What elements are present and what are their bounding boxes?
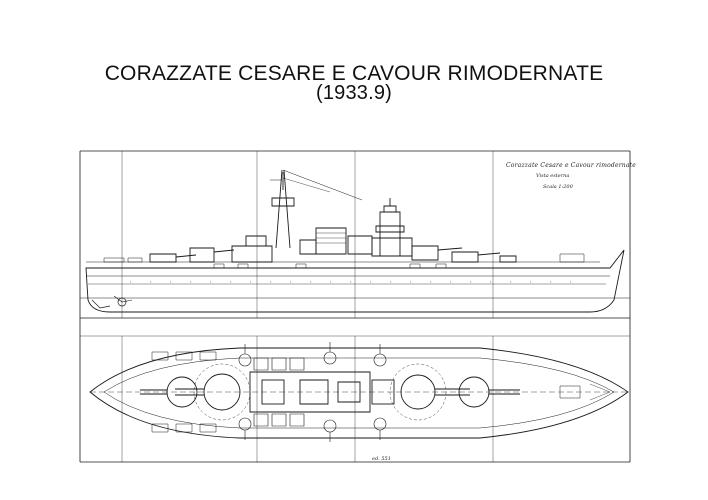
funnel-plan — [299, 379, 329, 405]
aft-turret — [149, 253, 177, 263]
main-turret-3 — [400, 374, 470, 410]
hull-outline — [85, 249, 625, 313]
main-mast — [275, 169, 283, 249]
plan-caption: Corazzate Cesare e Cavour rimodernate — [506, 162, 636, 169]
plan-view — [89, 342, 629, 442]
scale-label: Scala 1:200 — [543, 184, 573, 190]
main-turret-4 — [458, 376, 520, 408]
side-profile — [85, 169, 625, 313]
corner-note: ed. 551 — [372, 456, 391, 462]
bridge-tower — [379, 211, 401, 257]
view-label: Vista esterna — [536, 173, 570, 179]
forward-turret — [411, 245, 439, 261]
page-title-line-1: CORAZZATE CESARE E CAVOUR RIMODERNATE — [104, 62, 604, 85]
funnel — [315, 227, 347, 255]
main-turret-2 — [175, 373, 241, 411]
main-turret-1 — [140, 376, 198, 408]
page-title-line-2: (1933.9) — [315, 82, 393, 104]
deck-outline — [89, 347, 629, 439]
